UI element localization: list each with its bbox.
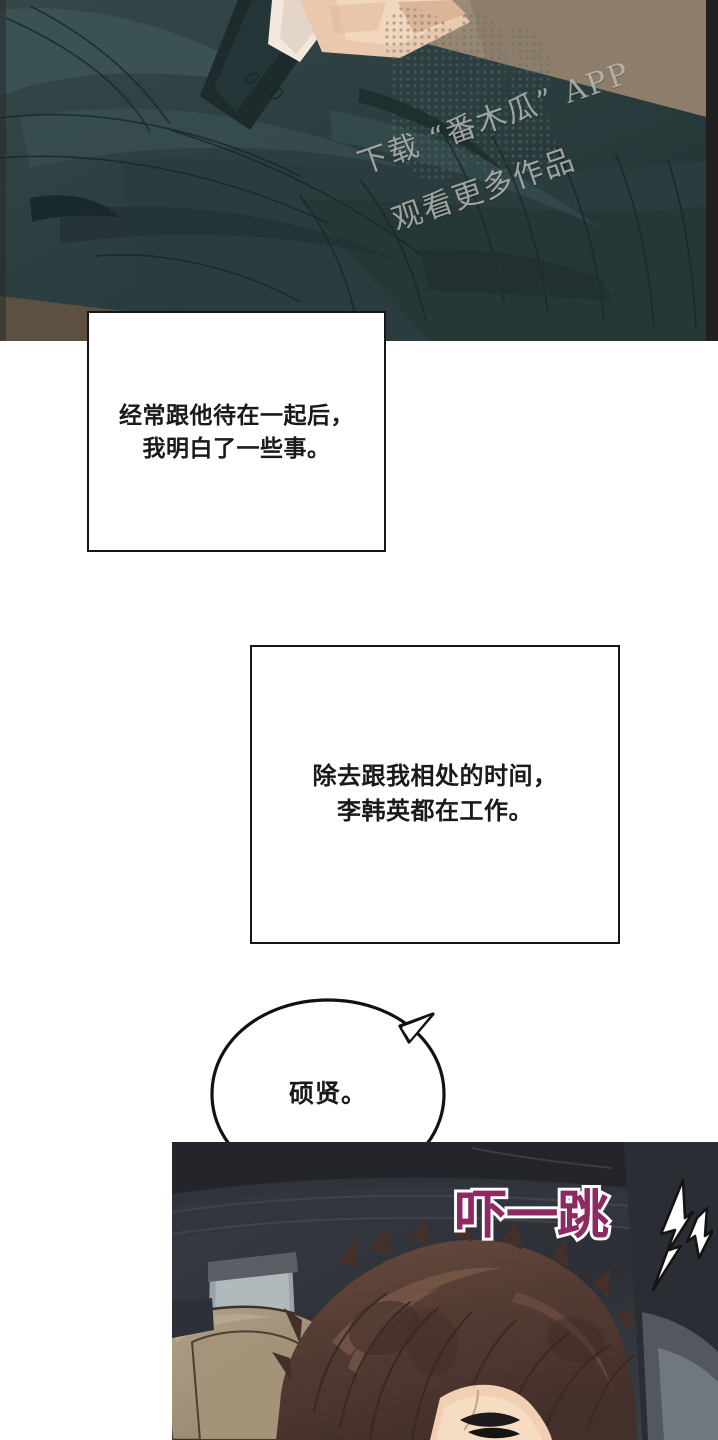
- panel-top-man-in-suit: 下载 “番木瓜” APP 观看更多作品: [0, 0, 718, 341]
- narration-box-1: 经常跟他待在一起后， 我明白了一些事。: [87, 311, 386, 552]
- narration-box-1-text: 经常跟他待在一起后， 我明白了一些事。: [119, 401, 354, 461]
- speech-bubble-text: 硕贤。: [288, 1080, 367, 1108]
- lightning-bolt-icon: [651, 1178, 713, 1292]
- sfx-text-stroke: 吓一跳: [452, 1186, 612, 1246]
- sfx-text: 吓一跳: [455, 1186, 609, 1246]
- sfx-group: 吓一跳 吓一跳: [452, 1178, 713, 1292]
- narration-box-2-text: 除去跟我相处的时间， 李韩英都在工作。: [312, 763, 558, 825]
- narration-box-2: 除去跟我相处的时间， 李韩英都在工作。: [250, 645, 620, 944]
- panel-bottom-man-in-car: [172, 1142, 718, 1440]
- speech-bubble: 硕贤。: [204, 996, 452, 1194]
